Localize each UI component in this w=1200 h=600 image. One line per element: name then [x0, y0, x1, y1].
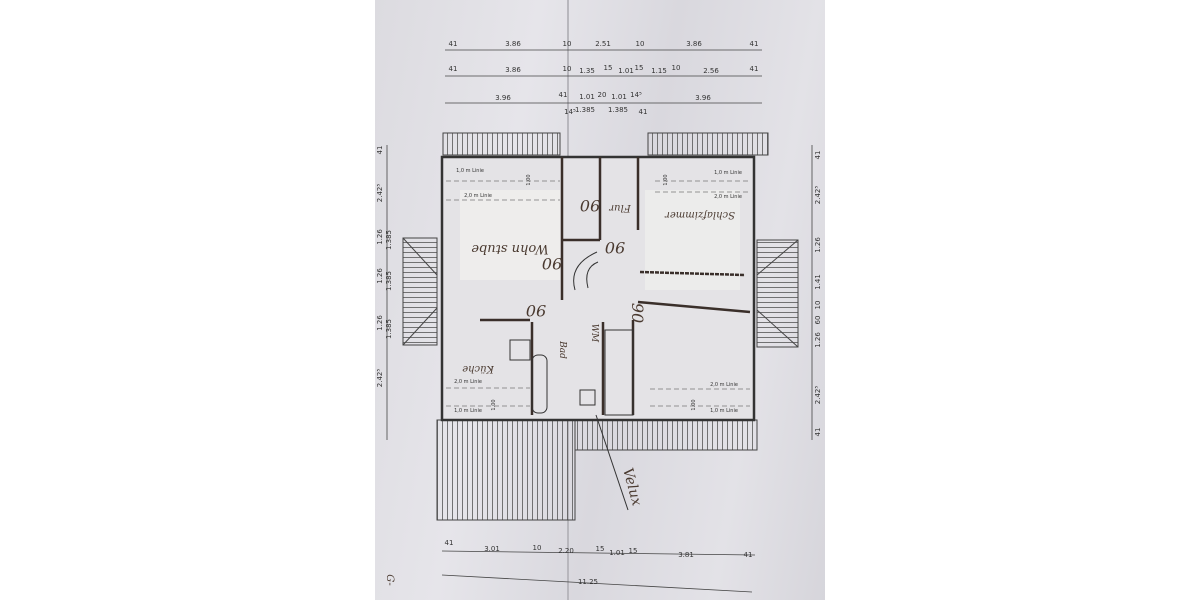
stove [509, 339, 531, 361]
dimension-label: 10 [672, 64, 681, 72]
dimension-label: 41 [750, 40, 759, 48]
dimension-label: 10 [563, 65, 572, 73]
dimension-label: 10 [636, 40, 645, 48]
dimension-total-label: 11.25 [578, 578, 598, 586]
dimension-label: 1.35 [579, 67, 595, 75]
room-label-bedroom: Schlafzimmer [664, 209, 735, 220]
height-lines [446, 180, 750, 407]
height-line-label: 2,0 m Linie [454, 379, 482, 385]
room-label-living: Wohn stube [471, 241, 549, 256]
dimension-label: 1.15 [651, 67, 667, 75]
dimension-label: 20 [598, 91, 607, 99]
dimension-label: 2.56 [703, 67, 719, 75]
dimension-label: 3.86 [686, 40, 702, 48]
dimension-label: 60 [814, 316, 822, 325]
dimension-label: 15 [596, 545, 605, 553]
door-swing-label: 90 [526, 301, 546, 320]
roof-bottom-left [436, 419, 576, 521]
staircase [573, 251, 634, 416]
dimension-label: 41 [449, 40, 458, 48]
height-line-label: 2,0 m Linie [710, 382, 738, 388]
dimension-label: 3.96 [495, 94, 511, 102]
dimension-label: 1.385 [608, 106, 628, 114]
door-swing-label: 90 [542, 254, 562, 273]
dimension-label: 2.42⁵ [376, 184, 384, 203]
dimension-label: 14⁵ [630, 91, 642, 99]
roof-bottom-right [574, 419, 758, 451]
height-spacing-label: 1.00 [663, 174, 669, 185]
height-line-label: 1,0 m Linie [454, 408, 482, 414]
dimension-label: 1.385 [385, 271, 393, 291]
dimension-label: 2.42⁵ [376, 369, 384, 388]
dimension-label: 10 [814, 301, 822, 310]
room-label-hall: Flur [608, 202, 632, 213]
dimension-label: 3.81 [678, 551, 694, 559]
dimension-label: 1.41 [814, 274, 822, 290]
velux-pointer [595, 414, 629, 511]
door-swing-label: 90 [628, 303, 647, 323]
height-spacing-label: 1.00 [691, 399, 697, 410]
dimension-label: 2.42⁵ [814, 186, 822, 205]
dimension-label: 10 [563, 40, 572, 48]
dimension-label: 41 [376, 146, 384, 155]
dimension-label: 1.26 [814, 237, 822, 253]
dimension-label: 1.26 [376, 229, 384, 245]
whiteout-area [460, 190, 560, 280]
dimension-lines [386, 49, 813, 593]
dimension-label: 41 [750, 65, 759, 73]
dormer-left [402, 237, 438, 346]
room-label-velux: Velux [619, 466, 644, 507]
dimension-label: 41 [744, 551, 753, 559]
dimension-label: 15 [604, 64, 613, 72]
dimension-label: 3.96 [695, 94, 711, 102]
dimension-label: 3.86 [505, 40, 521, 48]
height-line-label: 1,0 m Linie [710, 408, 738, 414]
height-spacing-label: 1.00 [526, 174, 532, 185]
shower-tray [579, 389, 596, 406]
dimension-label: 41 [445, 539, 454, 547]
dimension-label: 1.01 [611, 93, 627, 101]
dormer-top-left [442, 132, 561, 156]
room-label-kitchen: Küche [462, 363, 495, 374]
height-line-label: 2,0 m Linie [714, 194, 742, 200]
dimension-label: 2.20 [558, 547, 574, 555]
dimension-label: 1.385 [385, 230, 393, 250]
dimension-label: 1.26 [376, 268, 384, 284]
dimension-label: 41 [559, 91, 568, 99]
dimension-label: 1.26 [814, 332, 822, 348]
door-swing-label: 90 [580, 196, 600, 215]
dimension-label: 1.01 [579, 93, 595, 101]
bathtub [531, 354, 548, 414]
dormer-right [756, 239, 799, 348]
dimension-label: 41 [639, 108, 648, 116]
room-label-laundry: WM [589, 324, 599, 343]
dimension-label: 2.42⁵ [814, 386, 822, 405]
dimension-label: 1.385 [385, 319, 393, 339]
dimension-label: 1.01 [618, 67, 634, 75]
room-label-bath: Bad [557, 340, 567, 359]
dimension-label: 41 [814, 151, 822, 160]
dimension-label: 3.86 [505, 66, 521, 74]
height-line-label: 1,0 m Linie [714, 170, 742, 176]
dimension-label: 41 [449, 65, 458, 73]
margin-note: G- [384, 574, 395, 586]
dormer-top-right [647, 132, 769, 156]
height-spacing-label: 1.00 [491, 399, 497, 410]
dimension-label: 15 [629, 547, 638, 555]
dimension-label: 10 [533, 544, 542, 552]
height-line-label: 2,0 m Linie [464, 193, 492, 199]
door-swing-label: 90 [605, 238, 625, 257]
dimension-label: 1.385 [575, 106, 595, 114]
dimension-label: 1.26 [376, 315, 384, 331]
dimension-label: 14⁵ [564, 108, 576, 116]
dimension-label: 41 [814, 428, 822, 437]
height-line-label: 1,0 m Linie [456, 168, 484, 174]
dimension-label: 1.01 [609, 549, 625, 557]
dimension-label: 2.51 [595, 40, 611, 48]
dimension-label: 15 [635, 64, 644, 72]
dimension-label: 3.01 [484, 545, 500, 553]
